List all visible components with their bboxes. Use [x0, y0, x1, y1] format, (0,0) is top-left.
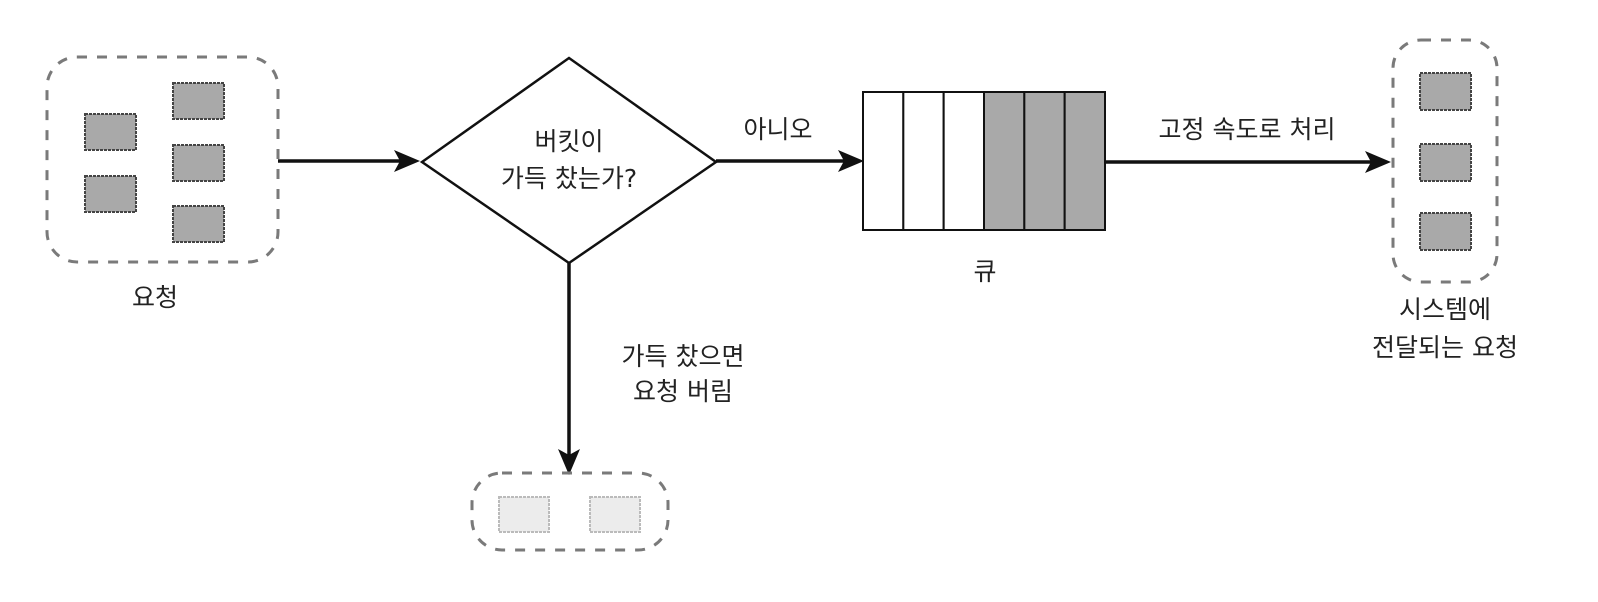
incoming-requests-group [45, 55, 280, 264]
queue-slot-filled [983, 91, 1026, 231]
delivered-request-box [1419, 143, 1472, 182]
no-label: 아니오 [743, 115, 813, 144]
queue-slot-empty [862, 91, 905, 231]
arrow-to-system [1105, 151, 1391, 173]
dropped-request-box [498, 496, 550, 533]
queue-slot-empty [942, 91, 986, 231]
delivered-requests-group [1391, 38, 1499, 284]
requests-label: 요청 [131, 283, 179, 312]
queue-slot-empty [902, 91, 945, 231]
delivered-request-box [1419, 72, 1472, 111]
dropped-request-box [589, 496, 641, 533]
delivered-request-box [1419, 212, 1472, 251]
delivered-label-line2: 전달되는 요청 [1372, 333, 1518, 362]
incoming-request-box [84, 175, 137, 213]
delivered-label-line1: 시스템에 [1398, 295, 1492, 324]
decision-label-line1: 버킷이 [534, 127, 604, 156]
incoming-request-box [172, 144, 225, 182]
dropped-requests-group [470, 471, 670, 552]
arrow-to-dropped [558, 263, 580, 475]
decision-label-line2: 가득 찼는가? [500, 164, 638, 193]
incoming-request-box [172, 205, 225, 243]
queue [862, 91, 1106, 231]
arrow-to-queue [716, 150, 864, 172]
queue-slot-filled [1023, 91, 1066, 231]
drop-label-line1: 가득 찼으면 [621, 342, 745, 371]
drop-label-line2: 요청 버림 [633, 377, 733, 406]
arrow-to-decision [278, 150, 420, 172]
incoming-request-box [172, 82, 225, 120]
fixed-rate-label: 고정 속도로 처리 [1158, 115, 1336, 144]
queue-label: 큐 [973, 257, 997, 286]
incoming-request-box [84, 113, 137, 151]
queue-slot-filled [1063, 91, 1106, 231]
